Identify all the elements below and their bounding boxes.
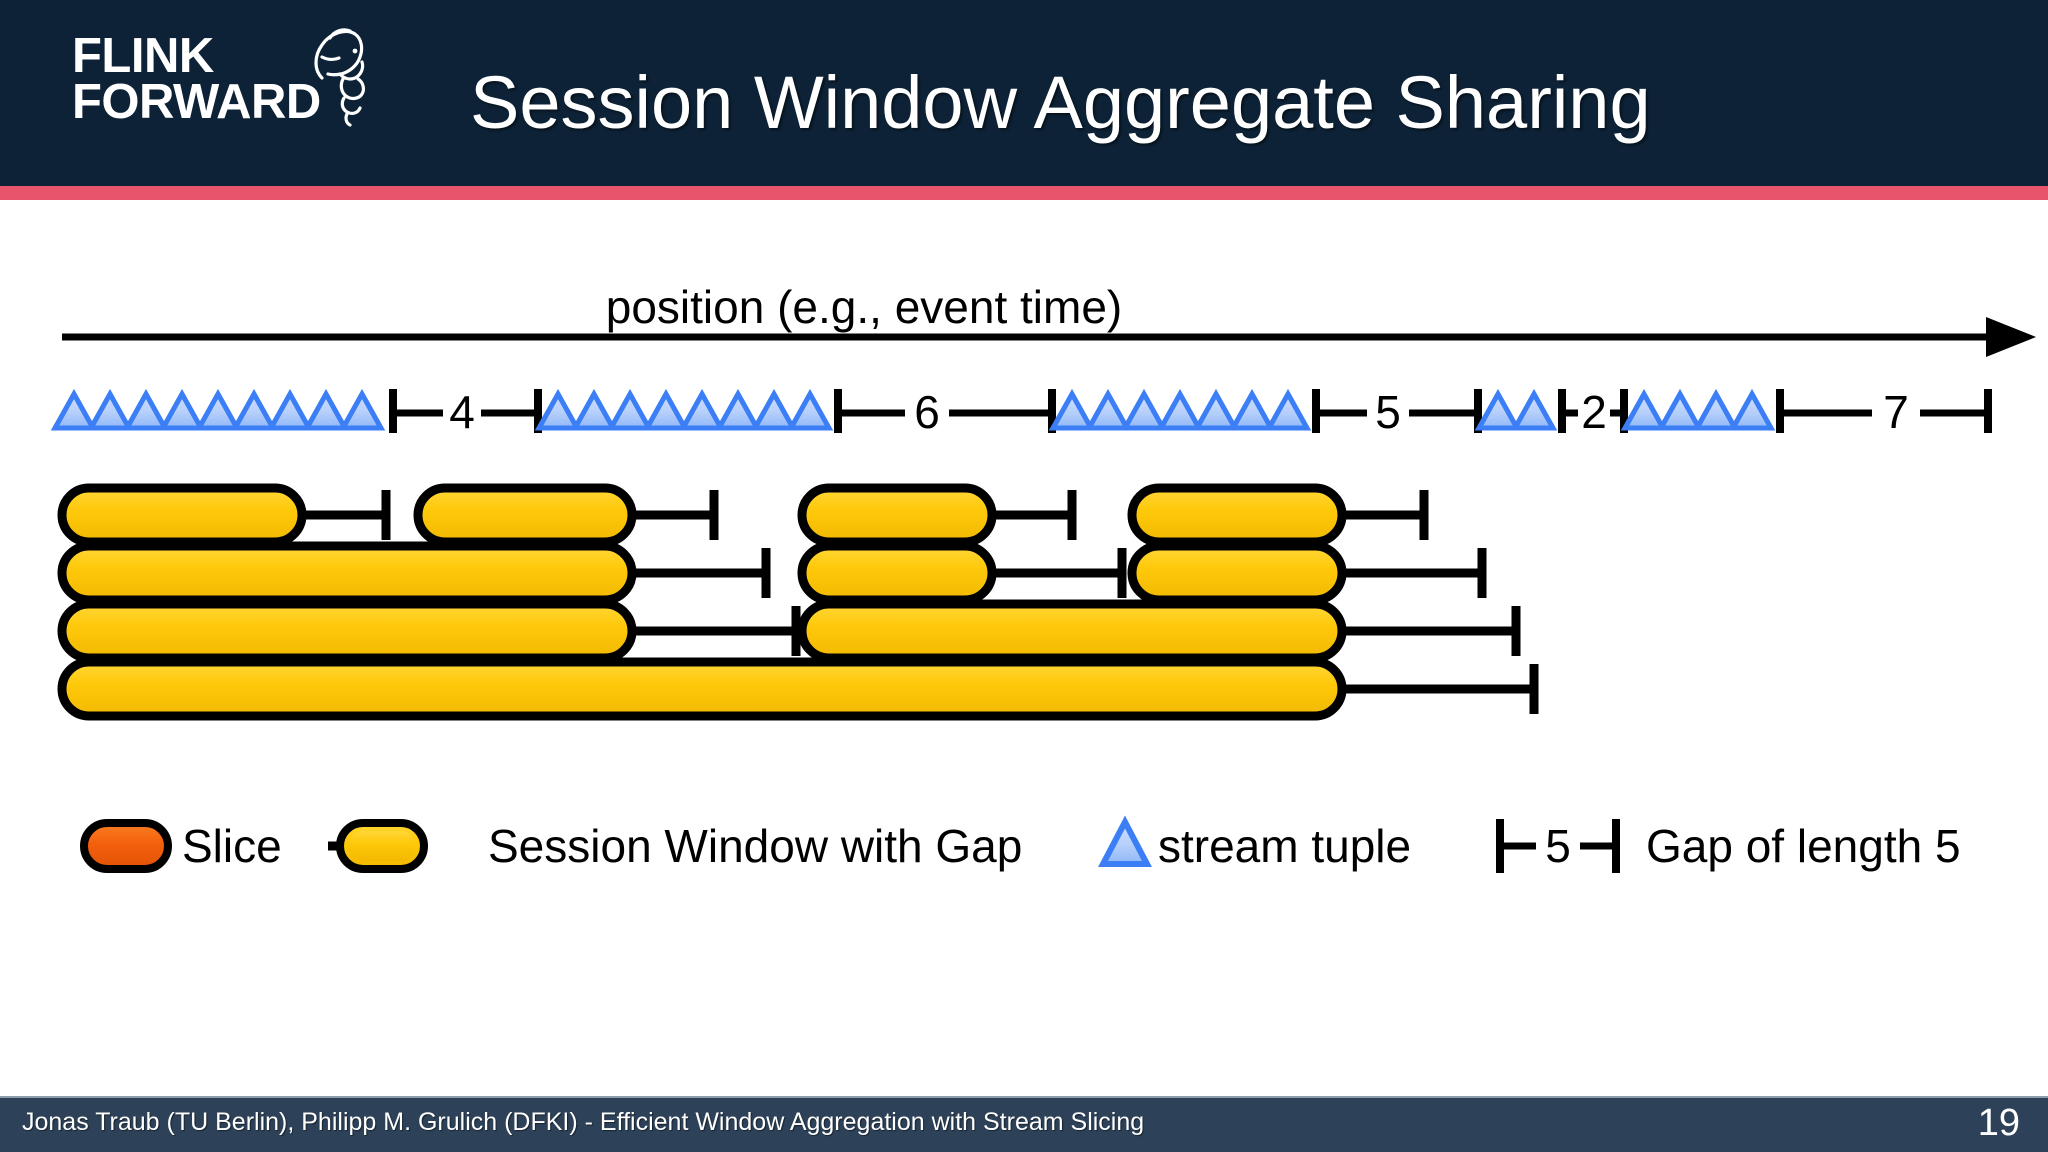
stream-tuple-triangle-icon [1048,388,1096,431]
stream-tuple-triangle-icon [606,388,654,431]
legend-label: Slice [182,820,282,872]
session-window-with-gap-icon [328,819,428,873]
stream-tuple-triangle-icon [1156,388,1204,431]
gap-label: 2 [1581,386,1607,438]
stream-tuple-triangle-icon [338,388,386,431]
stream-tuple-triangle-icon [1084,388,1132,431]
arrow-right-icon [1986,317,2036,357]
stream-tuple-triangle-icon [1728,388,1776,431]
gap-bracket-4: 2 [1558,386,1628,438]
session-window [797,483,1077,547]
header-accent-bar [0,186,2048,200]
page-number: 19 [1977,1102,2020,1144]
stream-tuple-triangle-icon [1474,388,1522,431]
session-window [57,541,771,605]
session-window [413,483,719,547]
squirrel-icon [314,28,365,127]
slide-body: position (e.g., event time) [0,200,2048,1080]
stream-tuple-triangle-icon [1228,388,1276,431]
stream-tuple-triangle-icon [1192,388,1240,431]
session-window [797,541,1127,605]
gap-bracket-1: 4 [389,386,542,438]
stream-tuple-triangle-icon [1510,388,1558,431]
logo-line-2: FORWARD [72,74,321,129]
legend-item-session-window: Session Window with Gap [328,819,1022,873]
stream-tuple-triangle-icon [534,388,582,431]
stream-tuple-triangle-icon [786,388,834,431]
window-row-1 [57,483,1429,547]
stream-tuple-triangle-icon [50,388,98,431]
legend-item-slice: Slice [80,819,282,873]
session-window-figure: 4 6 [50,317,2036,873]
window-row-2 [57,541,1487,605]
gap-bracket-2: 6 [834,386,1056,438]
footer-attribution: Jonas Traub (TU Berlin), Philipp M. Grul… [22,1108,1145,1136]
stream-tuple-triangle-icon [86,388,134,431]
logo-line-1: FLINK [72,29,214,83]
gap-legend-value: 5 [1545,820,1571,872]
gap-label: 6 [914,386,940,438]
stream-tuple-triangle-icon [158,388,206,431]
stream-tuple-triangle-icon [302,388,350,431]
legend: Slice Session Window with Gap stream tup… [80,815,1961,873]
stream-tuple-triangle-icon [122,388,170,431]
tuple-group-2 [534,388,834,431]
tuple-group-1 [50,388,386,431]
session-window [57,657,1539,721]
page-title: Session Window Aggregate Sharing [470,61,1651,144]
legend-label: stream tuple [1158,820,1411,872]
stream-tuple-triangle-icon [642,388,690,431]
stream-tuple-triangle-icon [1098,815,1152,867]
gap-bracket-icon: 5 [1496,819,1620,873]
legend-item-stream-tuple: stream tuple [1098,815,1411,872]
session-window [57,599,801,663]
stream-tuple-row: 4 6 [50,386,1992,438]
stream-tuple-triangle-icon [714,388,762,431]
session-window [797,599,1521,663]
axis-label-row: position (e.g., event time) [0,280,2048,334]
session-window [1127,541,1487,605]
legend-label: Session Window with Gap [488,820,1022,872]
stream-tuple-triangle-icon [1620,388,1668,431]
time-axis [62,317,2036,357]
axis-label: position (e.g., event time) [605,281,1123,333]
stream-tuple-triangle-icon [678,388,726,431]
tuple-group-4 [1474,388,1558,431]
slide-header: FLINK FORWARD Session Window Aggregate S… [0,0,2048,186]
stream-tuple-triangle-icon [1120,388,1168,431]
gap-label: 7 [1883,386,1909,438]
legend-item-gap: 5 Gap of length 5 [1496,819,1961,873]
gap-label: 5 [1375,386,1401,438]
stream-tuple-triangle-icon [194,388,242,431]
stream-tuple-triangle-icon [570,388,618,431]
window-row-4 [57,657,1539,721]
gap-bracket-3: 5 [1312,386,1482,438]
stream-tuple-triangle-icon [1264,388,1312,431]
footer-divider [0,1096,2048,1098]
logo-wordmark: FLINK FORWARD [72,29,332,129]
stream-tuple-triangle-icon [266,388,314,431]
session-window [1127,483,1429,547]
gap-bracket-5: 7 [1776,386,1992,438]
tuple-group-5 [1620,388,1776,431]
flink-forward-logo: FLINK FORWARD [72,22,365,152]
stream-tuple-triangle-icon [230,388,278,431]
stream-tuple-triangle-icon [750,388,798,431]
gap-label: 4 [449,386,475,438]
stream-tuple-triangle-icon [1692,388,1740,431]
slice-pill-icon [80,819,172,873]
stream-tuple-triangle-icon [1656,388,1704,431]
legend-label: Gap of length 5 [1646,820,1961,872]
slide-footer: Jonas Traub (TU Berlin), Philipp M. Grul… [0,1096,2048,1152]
tuple-group-3 [1048,388,1312,431]
window-row-3 [57,599,1521,663]
session-window [57,483,391,547]
